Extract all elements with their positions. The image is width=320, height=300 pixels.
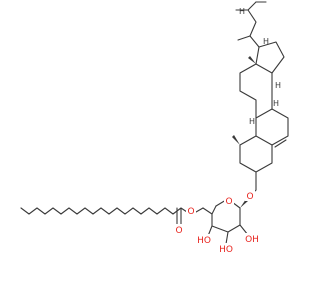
ring-b	[255, 108, 289, 146]
ch2-bond	[202, 205, 217, 215]
h-c24-label: H	[239, 7, 245, 16]
hydroxyl-left-label: HO	[197, 236, 211, 246]
steroid-core	[232, 1, 289, 191]
ring-bond-5	[227, 224, 241, 233]
c10-methyl-wedge	[232, 135, 240, 145]
c20-methyl	[237, 35, 251, 41]
glycosidic-oxygen-label: O	[246, 192, 253, 202]
ring-a	[239, 135, 273, 191]
h-c17-label: H	[263, 37, 269, 46]
ring-oxygen-label: O	[225, 197, 232, 207]
c17-c20-bond	[249, 35, 260, 48]
fatty-acid-chain	[20, 207, 204, 227]
structure-diagram: O O O O HO HO OH H H H H H	[20, 1, 289, 255]
h-c14-label: H	[275, 81, 281, 90]
ring-bond-6	[211, 225, 229, 233]
h-c8-label: H	[273, 99, 279, 108]
atom-labels: O O O O HO HO OH H H H H H	[174, 7, 281, 255]
h-c9-label: H	[249, 117, 255, 126]
hydroxyl-right-label: OH	[245, 235, 259, 245]
carbonyl-oxygen-label: O	[175, 226, 182, 236]
ester-oxygen-label: O	[187, 207, 194, 217]
ring-b-double	[274, 139, 287, 148]
chain-bonds	[20, 207, 188, 215]
ring-d	[255, 41, 285, 74]
c13-methyl-wedge	[248, 56, 256, 64]
side-chain	[247, 1, 257, 37]
c4-oh-bond	[225, 231, 229, 245]
hydroxyl-mid-label: HO	[219, 245, 233, 255]
ring-c	[239, 63, 273, 119]
ester-bond	[195, 207, 204, 213]
anomeric-wedge	[240, 199, 248, 208]
